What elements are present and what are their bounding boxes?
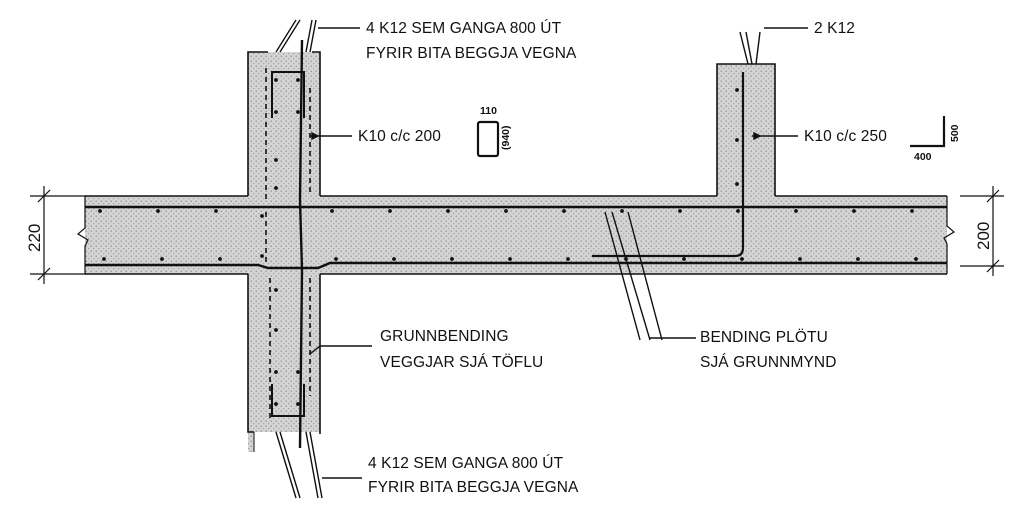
left-stirrups-label: K10 c/c 200 [358, 128, 441, 145]
dimension-left [30, 186, 86, 284]
stirrup-width-label: 110 [480, 105, 497, 117]
rebar-dot [735, 138, 739, 142]
rebar-dot [856, 257, 860, 261]
bottom-wall-bars-label-2: FYRIR BITA BEGGJA VEGNA [368, 479, 579, 496]
top-wall-bars-label-2: FYRIR BITA BEGGJA VEGNA [366, 45, 577, 62]
upstand-hook-bar [592, 72, 745, 258]
rebar-dot [102, 257, 106, 261]
wall-vertical-bar [298, 39, 304, 449]
slab-bending-label-1: BENDING PLÖTU [700, 328, 828, 346]
rebar-dot [736, 209, 740, 213]
slab-bottom-bar [85, 261, 947, 270]
wall-base-label-1: GRUNNBENDING [380, 328, 509, 345]
dim-right-label: 200 [974, 222, 993, 250]
stirrup-height-label: (940) [500, 125, 512, 150]
rebar-dot [914, 257, 918, 261]
rebar-dot [566, 257, 570, 261]
rebar-dot [296, 78, 300, 82]
rebar-dot [450, 257, 454, 261]
rebar-dot [620, 209, 624, 213]
right-upstand-concrete [717, 64, 775, 204]
concrete-sections [85, 52, 947, 452]
rebar-dot [274, 402, 278, 406]
wall-base-label-2: VEGGJAR SJÁ TÖFLU [380, 353, 543, 371]
leaders [309, 27, 808, 479]
rebar-dot [682, 257, 686, 261]
slab-bending-label-2: SJÁ GRUNNMYND [700, 354, 837, 371]
slab-concrete [85, 196, 947, 274]
rebar-dot [296, 110, 300, 114]
rebar-dot [508, 257, 512, 261]
dimension-right [960, 186, 1004, 276]
rebar-dot [910, 209, 914, 213]
rebar-dot [274, 370, 278, 374]
rebar-dot [735, 88, 739, 92]
concrete-outlines [76, 51, 956, 452]
rebar-dot [98, 209, 102, 213]
stirrup-detail: 110 (940) [476, 105, 512, 158]
rebar-dot [798, 257, 802, 261]
rebar-dots [98, 78, 918, 406]
rebar [85, 39, 947, 449]
rebar-dot [274, 186, 278, 190]
rebar-dot [392, 257, 396, 261]
rebar-dot [735, 182, 739, 186]
rebar-dot [740, 257, 744, 261]
rebar-dot [218, 257, 222, 261]
hook-horizontal-label: 400 [914, 151, 932, 163]
rebar-dot [852, 209, 856, 213]
rebar-dot [330, 209, 334, 213]
hook-vertical-label: 500 [949, 124, 961, 142]
rebar-dot [260, 254, 264, 258]
right-wall-bars-label: 2 K12 [814, 20, 855, 37]
rebar-dot [388, 209, 392, 213]
rebar-dot [562, 209, 566, 213]
rebar-dot [678, 209, 682, 213]
rebar-dot [296, 402, 300, 406]
rebar-dot [274, 328, 278, 332]
hook-detail: 400 500 [910, 116, 961, 163]
rebar-dot [156, 209, 160, 213]
rebar-dot [446, 209, 450, 213]
stirrup-top [271, 71, 305, 118]
dim-left-label: 220 [25, 224, 44, 252]
rebar-dot [214, 209, 218, 213]
top-wall-bars-label-1: 4 K12 SEM GANGA 800 ÚT [366, 20, 562, 37]
rebar-dot [274, 110, 278, 114]
rebar-dot [260, 214, 264, 218]
rebar-dot [160, 257, 164, 261]
rebar-dot [334, 257, 338, 261]
rebar-dot [274, 158, 278, 162]
dashed-bars [265, 68, 311, 420]
rebar-dot [794, 209, 798, 213]
right-stirrups-label: K10 c/c 250 [804, 128, 887, 145]
stirrup-bottom [271, 384, 305, 417]
rebar-dot [274, 288, 278, 292]
rebar-dot [624, 257, 628, 261]
projecting-bars [275, 19, 761, 499]
rebar-dot [274, 78, 278, 82]
bottom-wall-bars-label-1: 4 K12 SEM GANGA 800 ÚT [368, 455, 564, 472]
rebar-dot [504, 209, 508, 213]
rebar-dot [296, 370, 300, 374]
